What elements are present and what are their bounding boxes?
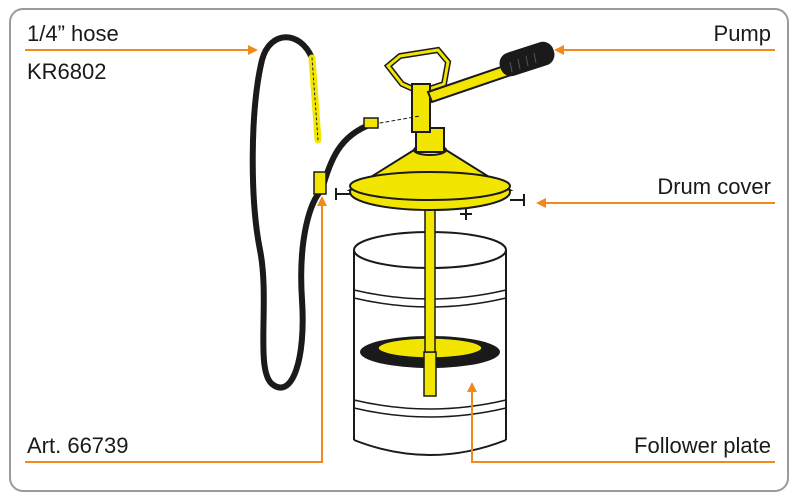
pump-label: Pump: [713, 21, 771, 46]
hose-shape: [249, 34, 421, 391]
drum-cover-label: Drum cover: [657, 174, 771, 199]
hose-code-label: KR6802: [27, 59, 107, 84]
follower-plate-label: Follower plate: [634, 433, 771, 458]
leader-lines: [25, 45, 775, 463]
drum-cover-shape: [335, 127, 525, 220]
hose-label: 1/4” hose: [27, 21, 119, 46]
follower-plate-leader: [467, 382, 775, 463]
pump-shape: [383, 41, 555, 133]
article-label: Art. 66739: [27, 433, 129, 458]
article-leader: [25, 196, 327, 463]
